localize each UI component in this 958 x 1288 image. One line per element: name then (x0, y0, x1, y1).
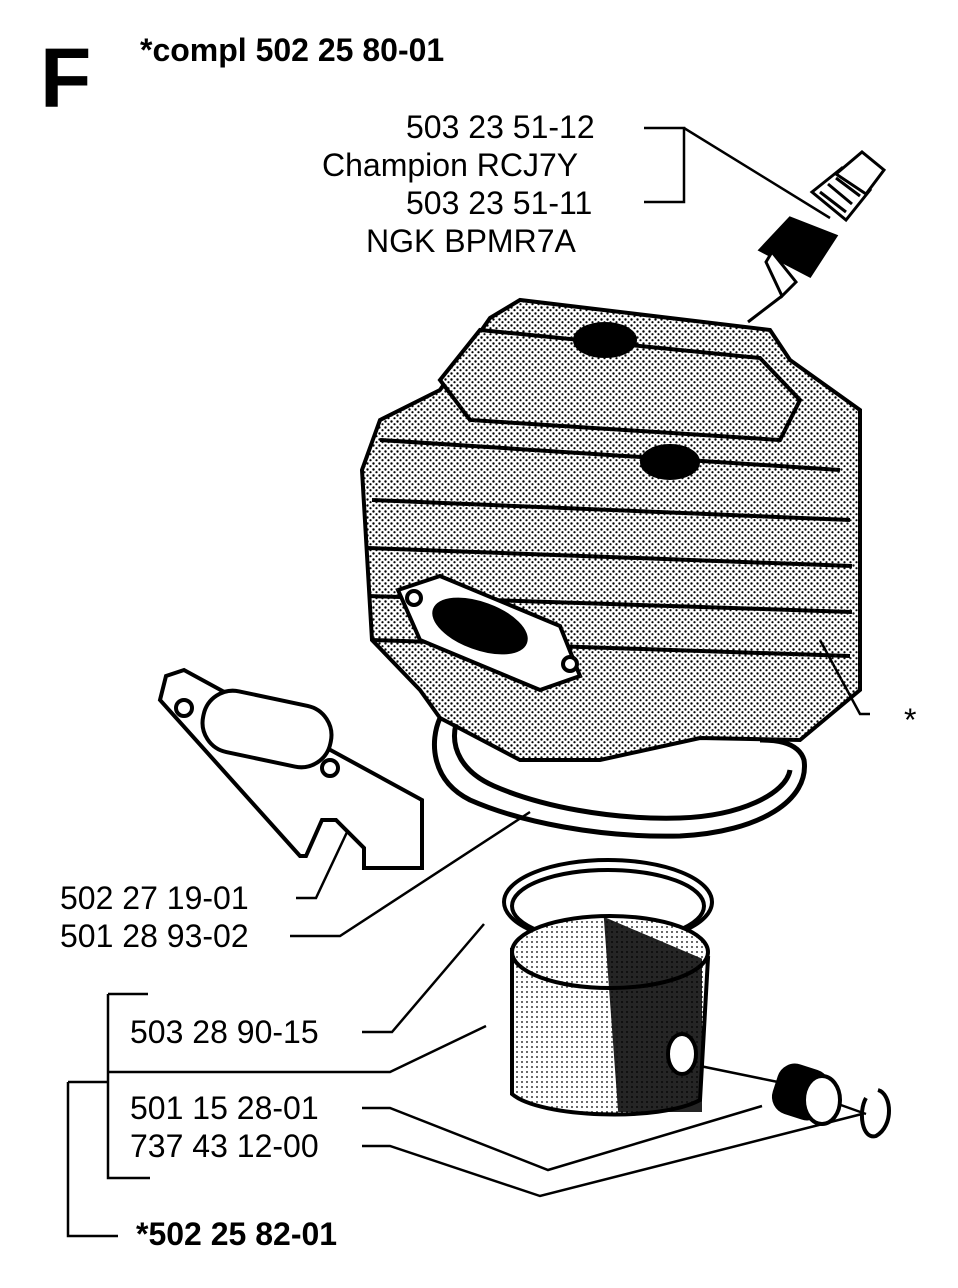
base-gasket (432, 716, 807, 839)
needle-bearing-part-number: 737 43 12-00 (130, 1128, 319, 1164)
plug-ngk-name: NGK BPMR7A (366, 223, 576, 259)
base-gasket-part-number: 501 28 93-02 (60, 918, 249, 954)
kit-title: *compl 502 25 80-01 (140, 32, 445, 68)
cylinder (359, 297, 862, 762)
plug-ngk-part-number: 503 23 51-11 (406, 185, 593, 221)
piston-kit-part-number: *502 25 82-01 (136, 1216, 338, 1252)
piston (510, 914, 711, 1117)
piston-pin-part-number: 501 15 28-01 (130, 1090, 319, 1126)
exhaust-gasket-part-number: 502 27 19-01 (60, 880, 249, 916)
needle-bearing (771, 1063, 842, 1126)
exhaust-gasket (157, 667, 424, 870)
cylinder-star-marker: * (904, 702, 917, 738)
plug-champion-name: Champion RCJ7Y (322, 147, 579, 183)
leader-lines (66, 126, 870, 1238)
plug-champion-part-number: 503 23 51-12 (406, 109, 595, 145)
section-letter: F (40, 31, 92, 125)
spark-plug (747, 150, 887, 324)
piston-ring-part-number: 503 28 90-15 (130, 1014, 319, 1050)
